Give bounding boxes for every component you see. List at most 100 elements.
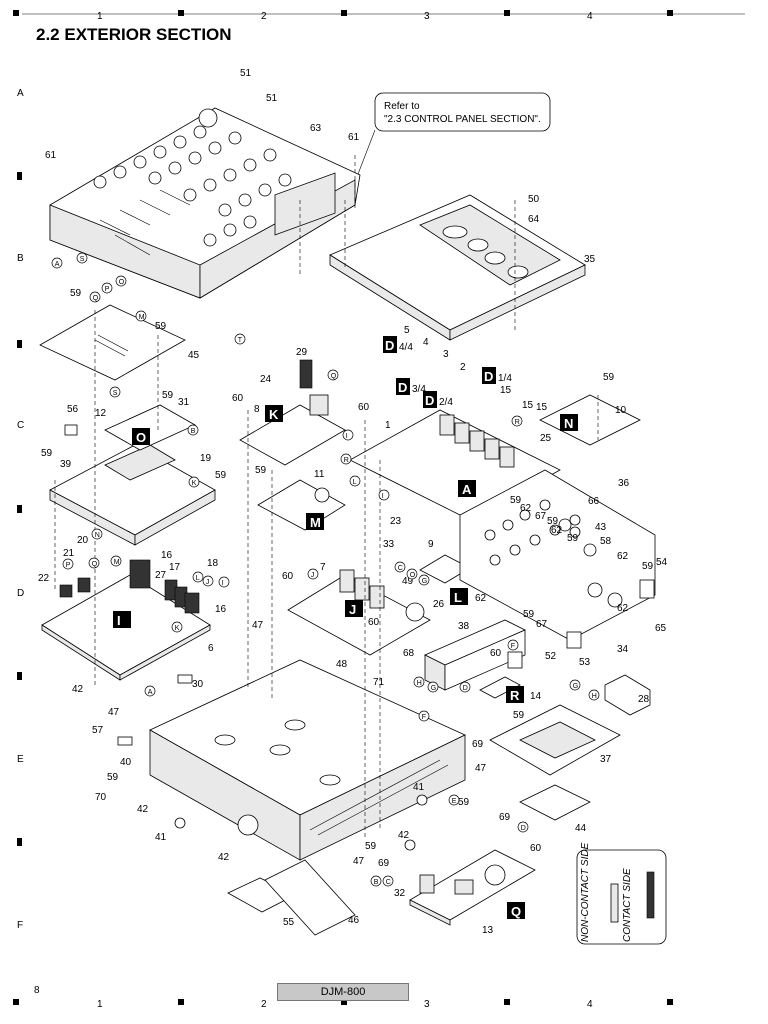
- part-number-label: 34: [617, 644, 629, 655]
- connector-mark-label: P: [105, 286, 110, 293]
- part-number-label: 62: [475, 593, 487, 604]
- connector-mark-label: F: [511, 643, 515, 650]
- part-number-label: 27: [155, 570, 167, 581]
- part-number-label: 59: [155, 321, 167, 332]
- part-number-label: 28: [638, 694, 650, 705]
- connector-mark-label: K: [192, 480, 197, 487]
- part-number-label: 15: [536, 402, 548, 413]
- connector-mark-label: Q: [92, 561, 98, 568]
- board-o: [104, 404, 196, 451]
- part-number-label: 45: [188, 350, 200, 361]
- connector-mark-label: S: [80, 256, 85, 263]
- connector-mark-label: G: [422, 578, 427, 585]
- part-number-label: 32: [394, 888, 406, 899]
- part-number-label: 19: [200, 453, 212, 464]
- connector-mark-label: K: [175, 625, 180, 632]
- contact-label: CONTACT SIDE: [622, 868, 633, 942]
- connector-mark-circle: [62, 558, 74, 570]
- board-letter-label: I: [117, 613, 121, 628]
- part-number-label: 60: [282, 571, 294, 582]
- board-n: [539, 394, 641, 446]
- part-number-label: 41: [155, 832, 167, 843]
- row-label: E: [17, 754, 24, 765]
- part-number-label: 59: [365, 841, 377, 852]
- d-board-label: D: [484, 369, 493, 384]
- part-number-label: 47: [475, 763, 487, 774]
- connector-mark-circle: [234, 333, 246, 345]
- connector-mark-label: A: [55, 261, 60, 268]
- part-number-label: 59: [215, 470, 227, 481]
- part-number-label: 20: [77, 535, 89, 546]
- col-label: 3: [424, 11, 430, 22]
- part-number-label: 50: [528, 194, 540, 205]
- part-number-label: 67: [536, 619, 548, 630]
- connector-mark-label: D: [521, 825, 526, 832]
- connector-mark-circle: [511, 415, 523, 427]
- connector-mark-label: P: [66, 562, 71, 569]
- part-number-label: 17: [169, 562, 181, 573]
- connector-mark-circle: [51, 257, 63, 269]
- part-number-label: 2: [460, 362, 466, 373]
- part-number-label: 5: [404, 325, 410, 336]
- callout-labels: 5151636161506435595945543259292412565931…: [38, 68, 668, 936]
- small-parts: [64, 424, 655, 851]
- board-letter-label: O: [136, 430, 146, 445]
- part-number-label: 59: [107, 772, 119, 783]
- col-label: 2: [261, 999, 267, 1010]
- board-letter-label: J: [349, 602, 356, 617]
- d-board-fraction: 3/4: [412, 384, 426, 395]
- part-number-label: 12: [95, 408, 107, 419]
- part-number-label: 1: [385, 420, 391, 431]
- part-number-label: 38: [458, 621, 470, 632]
- d-board-fraction: 1/4: [498, 373, 512, 384]
- connector-mark-label: Q: [331, 373, 337, 380]
- connector-mark-circle: [342, 429, 354, 441]
- d-board-badge: [482, 367, 496, 384]
- ruler-marker: [341, 10, 347, 16]
- part-number-label: 33: [383, 539, 395, 550]
- connector-mark-label: R: [344, 457, 349, 464]
- connector-mark-circle: [88, 557, 100, 569]
- d-board-label: D: [398, 380, 407, 395]
- ruler-marker: [178, 10, 184, 16]
- section-title: 2.2 EXTERIOR SECTION: [36, 25, 232, 44]
- rear-cover-35: [329, 194, 586, 341]
- part-number-label: 59: [523, 609, 535, 620]
- connector-mark-label: G: [573, 683, 578, 690]
- model-badge: DJM-800: [277, 983, 409, 1001]
- part-number-label: 59: [458, 797, 470, 808]
- connector-mark-label: B: [374, 879, 379, 886]
- part-number-label: 47: [353, 856, 365, 867]
- part-number-label: 69: [499, 812, 511, 823]
- part-number-label: 22: [38, 573, 50, 584]
- connector-mark-label: C: [386, 879, 391, 886]
- row-label: A: [17, 88, 24, 99]
- knob-array: [93, 108, 292, 247]
- part-number-label: 43: [595, 522, 607, 533]
- board-k: [239, 359, 346, 466]
- part-number-label: 51: [240, 68, 252, 79]
- part-number-label: 47: [252, 620, 264, 631]
- part-number-label: 15: [522, 400, 534, 411]
- part-number-label: 59: [513, 710, 525, 721]
- board-letter-label: A: [462, 482, 472, 497]
- connector-mark-circle: [307, 568, 319, 580]
- ruler-marker: [667, 999, 673, 1005]
- row-ruler: A B C D E F: [17, 88, 24, 931]
- part-number-label: 10: [615, 405, 627, 416]
- ruler-marker: [13, 999, 19, 1005]
- part-number-label: 24: [260, 374, 272, 385]
- part-number-label: 7: [320, 562, 326, 573]
- connector-mark-label: O: [410, 572, 416, 579]
- connector-mark-circle: [517, 821, 529, 833]
- part-number-label: 66: [588, 496, 600, 507]
- sheet-45: [39, 304, 186, 381]
- part-number-label: 62: [617, 551, 629, 562]
- connector-mark-label: Q: [93, 295, 99, 302]
- connector-mark-label: I: [222, 580, 224, 587]
- part-number-label: 59: [547, 516, 559, 527]
- rear-panel-34: [459, 469, 656, 641]
- connector-mark-label: E: [452, 798, 457, 805]
- connector-mark-circle: [188, 476, 200, 488]
- part-number-label: 44: [575, 823, 587, 834]
